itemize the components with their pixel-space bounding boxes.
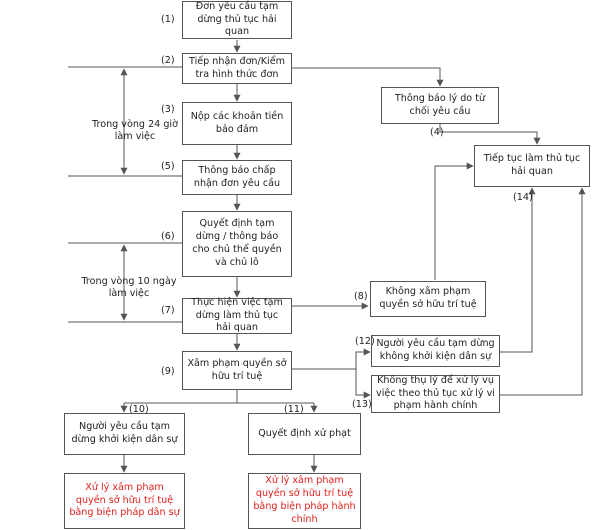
step-number-1: (1) xyxy=(161,14,175,25)
step-number-5: (5) xyxy=(161,161,175,172)
arrow-13-to-continue xyxy=(500,187,586,396)
step-number-2: (2) xyxy=(161,55,175,66)
step-number-10: (10) xyxy=(129,404,149,415)
arrow-8-to-continue xyxy=(434,162,474,280)
node-4: Thông báo lý do từ chối yêu cầu xyxy=(381,87,499,124)
node-continue: Tiếp tục làm thủ tục hải quan xyxy=(474,145,590,187)
node-3: Nộp các khoản tiền bảo đảm xyxy=(182,102,292,145)
step-number-11: (11) xyxy=(284,404,304,415)
node-2: Tiếp nhận đơn/Kiểm tra hình thức đơn xyxy=(182,53,292,84)
step-number-3: (3) xyxy=(161,104,175,115)
arrow-9-to-12 xyxy=(292,348,371,370)
step-number-6: (6) xyxy=(161,231,175,242)
node-8: Không xâm phạm quyền sở hữu trí tuệ xyxy=(370,281,486,317)
step-number-7: (7) xyxy=(161,305,175,316)
arrow-9-to-13 xyxy=(292,368,371,399)
node-9: Xâm phạm quyền sở hữu trí tuệ xyxy=(182,351,292,390)
step-number-12: (12) xyxy=(355,336,375,347)
step-number-13: (13) xyxy=(352,399,372,410)
node-7: Thực hiện việc tạm dừng làm thủ tục hải … xyxy=(182,297,292,334)
step-number-14: (14) xyxy=(513,192,533,203)
step-number-4: (4) xyxy=(430,127,444,138)
node-civil-outcome: Xử lý xâm phạm quyền sở hữu trí tuệ bằng… xyxy=(64,473,185,529)
node-6: Quyết định tạm dừng / thông báo cho chủ … xyxy=(182,211,292,277)
note-within-10d: Trong vòng 10 ngày làm việc xyxy=(81,276,177,300)
node-10: Người yêu cầu tạm dừng khởi kiện dân sự xyxy=(64,413,185,455)
step-number-9: (9) xyxy=(161,366,175,377)
note-within-24h: Trong vòng 24 giờ làm việc xyxy=(92,119,178,143)
node-13: Không thụ lý để xử lý vụ việc theo thủ t… xyxy=(371,375,500,413)
node-1: Đơn yêu cầu tạm dừng thủ tục hải quan xyxy=(182,1,292,39)
arrow-4-to-continue xyxy=(439,124,541,145)
arrow-2-to-4 xyxy=(292,67,444,87)
step-number-8: (8) xyxy=(354,291,368,302)
node-12: Người yêu cầu tạm dừng không khởi kiện d… xyxy=(371,335,500,367)
node-11: Quyết định xử phạt xyxy=(248,413,361,455)
node-admin-outcome: Xử lý xâm phạm quyền sở hữu trí tuệ bằng… xyxy=(248,473,361,529)
arrow-12-to-continue xyxy=(500,187,536,353)
node-5: Thông báo chấp nhận đơn yêu cầu xyxy=(182,160,292,195)
